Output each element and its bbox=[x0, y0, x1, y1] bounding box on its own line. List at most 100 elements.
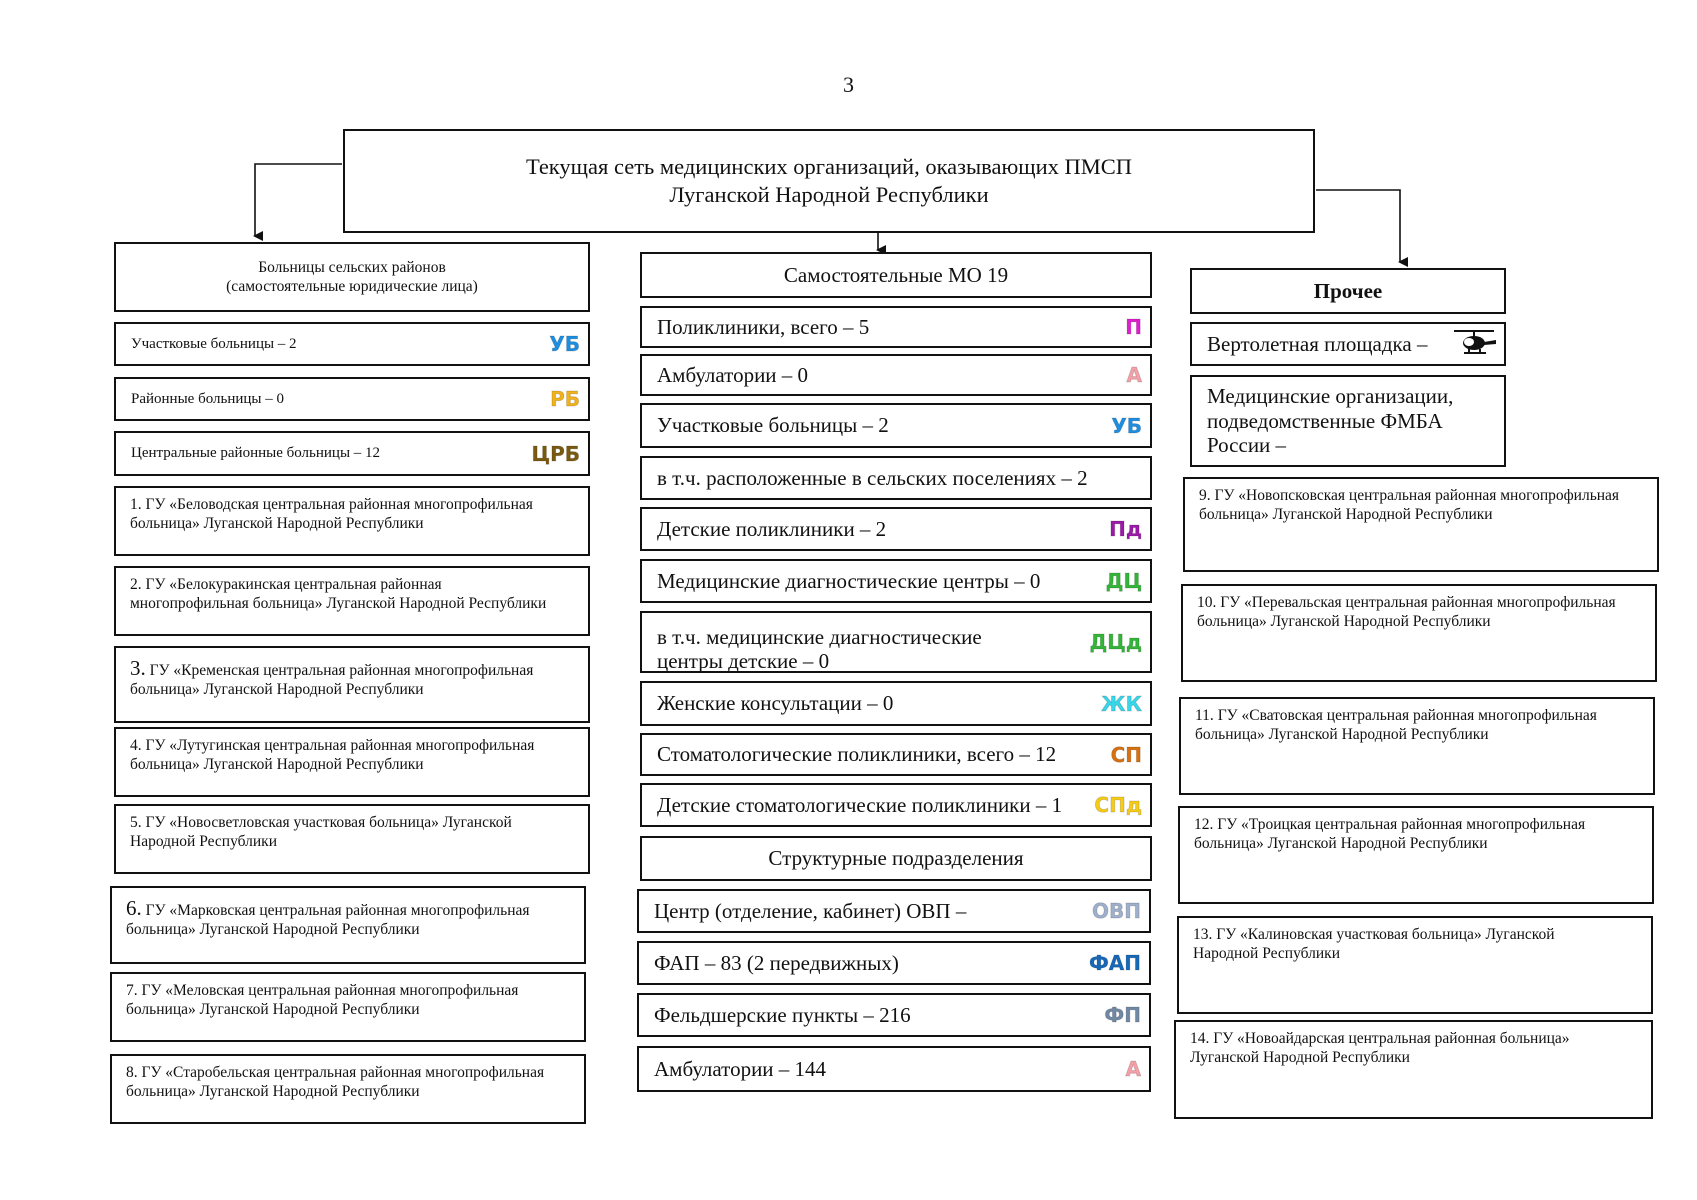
entry-num: 11. bbox=[1195, 707, 1214, 724]
center-row-label: в т.ч. расположенные в сельских поселени… bbox=[657, 465, 1088, 490]
center-row-label: Амбулатории – 0 bbox=[657, 362, 809, 387]
badge-dcd: ДЦд bbox=[1089, 630, 1143, 655]
entry-line2: больница» Луганской Народной Республики bbox=[1194, 834, 1488, 852]
page-number: 3 bbox=[843, 72, 854, 97]
arrow-right bbox=[1316, 189, 1408, 267]
helipad-label: Вертолетная площадка – bbox=[1207, 331, 1428, 356]
center-row-child-polyclinics: Детские поликлиники – 2 Пд bbox=[640, 507, 1152, 551]
entry-line1: ГУ «Троицкая центральная районная многоп… bbox=[1217, 816, 1586, 833]
center-row-women-consult: Женские консультации – 0 ЖК bbox=[640, 681, 1152, 726]
center-row-label: Фельдшерские пункты – 216 bbox=[654, 1002, 911, 1027]
entry-line1: ГУ «Старобельская центральная районная м… bbox=[141, 1064, 545, 1081]
center-row-label: Медицинские диагностические центры – 0 bbox=[657, 568, 1041, 593]
entry-line1: ГУ «Белокуракинская центральная районная bbox=[145, 576, 442, 593]
hospital-entry-14: 14. ГУ «Новоайдарская центральная районн… bbox=[1174, 1020, 1653, 1119]
center-row-label: Участковые больницы – 2 bbox=[657, 413, 889, 437]
entry-line1: ГУ «Марковская центральная районная мног… bbox=[145, 902, 530, 919]
entry-line2: больница» Луганской Народной Республики bbox=[130, 514, 424, 532]
entry-line2: больница» Луганской Народной Республики bbox=[1195, 725, 1489, 743]
center-row-label-2: центры детские – 0 bbox=[657, 649, 830, 673]
badge-rb: РБ bbox=[550, 387, 581, 412]
structural-units-header: Структурные подразделения bbox=[640, 836, 1152, 881]
badge-p: П bbox=[1125, 315, 1143, 340]
entry-line2: больница» Луганской Народной Республики bbox=[126, 1082, 420, 1100]
badge-fp: ФП bbox=[1104, 1003, 1142, 1028]
fmba-line3: России – bbox=[1207, 433, 1287, 458]
right-header-label: Прочее bbox=[1313, 278, 1383, 303]
hospital-entry-11: 11. ГУ «Сватовская центральная районная … bbox=[1179, 697, 1655, 795]
entry-line1: ГУ «Лутугинская центральная районная мно… bbox=[145, 737, 535, 754]
entry-line2: больница» Луганской Народной Республики bbox=[1197, 612, 1491, 630]
center-row-diag-child: в т.ч. медицинские диагностические центр… bbox=[640, 611, 1152, 673]
hospital-entry-6: 6. ГУ «Марковская центральная районная м… bbox=[110, 886, 586, 964]
badge-pd: Пд bbox=[1109, 517, 1143, 542]
entry-num: 8. bbox=[126, 1064, 138, 1081]
entry-line2: больница» Луганской Народной Республики bbox=[130, 681, 424, 699]
hospital-entry-13: 13. ГУ «Калиновская участковая больница»… bbox=[1177, 916, 1653, 1014]
badge-ub: УБ bbox=[549, 332, 581, 357]
center-row-polyclinics: Поликлиники, всего – 5 П bbox=[640, 306, 1152, 348]
entry-num: 1. bbox=[130, 496, 142, 513]
center-row-ovp: Центр (отделение, кабинет) ОВП – ОВП bbox=[637, 889, 1151, 933]
left-row-crb: Центральные районные больницы – 12 ЦРБ bbox=[114, 431, 590, 476]
left-row-label: Участковые больницы – 2 bbox=[131, 335, 297, 352]
entry-line2: больница» Луганской Народной Республики bbox=[1199, 505, 1493, 523]
center-row-label: Амбулатории – 144 bbox=[654, 1056, 827, 1081]
center-row-label: Стоматологические поликлиники, всего – 1… bbox=[657, 742, 1057, 766]
badge-zhk: ЖК bbox=[1101, 691, 1143, 716]
root-box: Текущая сеть медицинских организаций, ок… bbox=[343, 129, 1315, 233]
entry-line2: Луганской Народной Республики bbox=[1190, 1048, 1410, 1066]
badge-sp: СП bbox=[1110, 742, 1142, 767]
hospital-entry-3: 3. ГУ «Кременская центральная районная м… bbox=[114, 646, 590, 723]
entry-num: 7. bbox=[126, 982, 138, 999]
center-row-label: Женские консультации – 0 bbox=[657, 691, 894, 715]
left-row-label: Центральные районные больницы – 12 bbox=[131, 445, 381, 461]
entry-num: 6. bbox=[126, 896, 142, 920]
left-row-rb: Районные больницы – 0 РБ bbox=[114, 377, 590, 421]
entry-num: 9. bbox=[1199, 487, 1211, 504]
badge-crb: ЦРБ bbox=[531, 441, 580, 466]
entry-num: 12. bbox=[1194, 816, 1214, 833]
badge-ovp: ОВП bbox=[1092, 899, 1142, 924]
center-row-ambulatory-2: Амбулатории – 144 А bbox=[637, 1046, 1151, 1092]
entry-num: 2. bbox=[130, 576, 142, 593]
badge-ub: УБ bbox=[1111, 413, 1143, 438]
center-row-district-hospitals: Участковые больницы – 2 УБ bbox=[640, 403, 1152, 448]
hospital-entry-1: 1. ГУ «Беловодская центральная районная … bbox=[114, 486, 590, 556]
entry-num: 10. bbox=[1197, 594, 1217, 611]
left-header: Больницы сельских районов (самостоятельн… bbox=[114, 242, 590, 312]
center-row-diag-centers: Медицинские диагностические центры – 0 Д… bbox=[640, 559, 1152, 603]
hospital-entry-10: 10. ГУ «Перевальская центральная районна… bbox=[1181, 584, 1657, 682]
center-header: Самостоятельные МО 19 bbox=[640, 252, 1152, 298]
entry-num: 4. bbox=[130, 737, 142, 754]
hospital-entry-4: 4. ГУ «Лутугинская центральная районная … bbox=[114, 727, 590, 797]
entry-num: 14. bbox=[1190, 1030, 1210, 1047]
entry-line2: больница» Луганской Народной Республики bbox=[130, 755, 424, 773]
fmba-line1: Медицинские организации, bbox=[1207, 384, 1454, 408]
left-header-line2: (самостоятельные юридические лица) bbox=[226, 278, 478, 295]
fmba-line2: подведомственные ФМБА bbox=[1207, 408, 1443, 433]
entry-line1: ГУ «Новоайдарская центральная районная б… bbox=[1213, 1030, 1570, 1047]
left-row-label: Районные больницы – 0 bbox=[131, 390, 284, 407]
entry-num: 5. bbox=[130, 814, 142, 831]
arrow-left bbox=[253, 163, 342, 241]
hospital-entry-12: 12. ГУ «Троицкая центральная районная мн… bbox=[1178, 806, 1654, 904]
badge-a: А bbox=[1126, 363, 1143, 388]
entry-line2: Народной Республики bbox=[130, 832, 277, 850]
center-row-label: Детские стоматологические поликлиники – … bbox=[657, 792, 1063, 817]
entry-line2: Народной Республики bbox=[1193, 944, 1340, 962]
helipad-row: Вертолетная площадка – bbox=[1190, 322, 1506, 366]
entry-line2: многопрофильная больница» Луганской Наро… bbox=[130, 594, 547, 612]
badge-fap: ФАП bbox=[1088, 951, 1141, 976]
entry-line2: больница» Луганской Народной Республики bbox=[126, 1000, 420, 1018]
entry-line1: ГУ «Новопсковская центральная районная м… bbox=[1214, 487, 1620, 504]
center-row-dental: Стоматологические поликлиники, всего – 1… bbox=[640, 733, 1152, 776]
center-row-fap: ФАП – 83 (2 передвижных) ФАП bbox=[637, 941, 1151, 985]
badge-dc: ДЦ bbox=[1105, 569, 1142, 594]
entry-line1: ГУ «Кременская центральная районная мног… bbox=[149, 662, 534, 679]
center-row-label: Детские поликлиники – 2 bbox=[657, 516, 887, 541]
entry-line1: ГУ «Калиновская участковая больница» Луг… bbox=[1216, 926, 1555, 943]
entry-line1: ГУ «Сватовская центральная районная мног… bbox=[1217, 707, 1597, 724]
center-row-label: Поликлиники, всего – 5 bbox=[657, 314, 870, 339]
